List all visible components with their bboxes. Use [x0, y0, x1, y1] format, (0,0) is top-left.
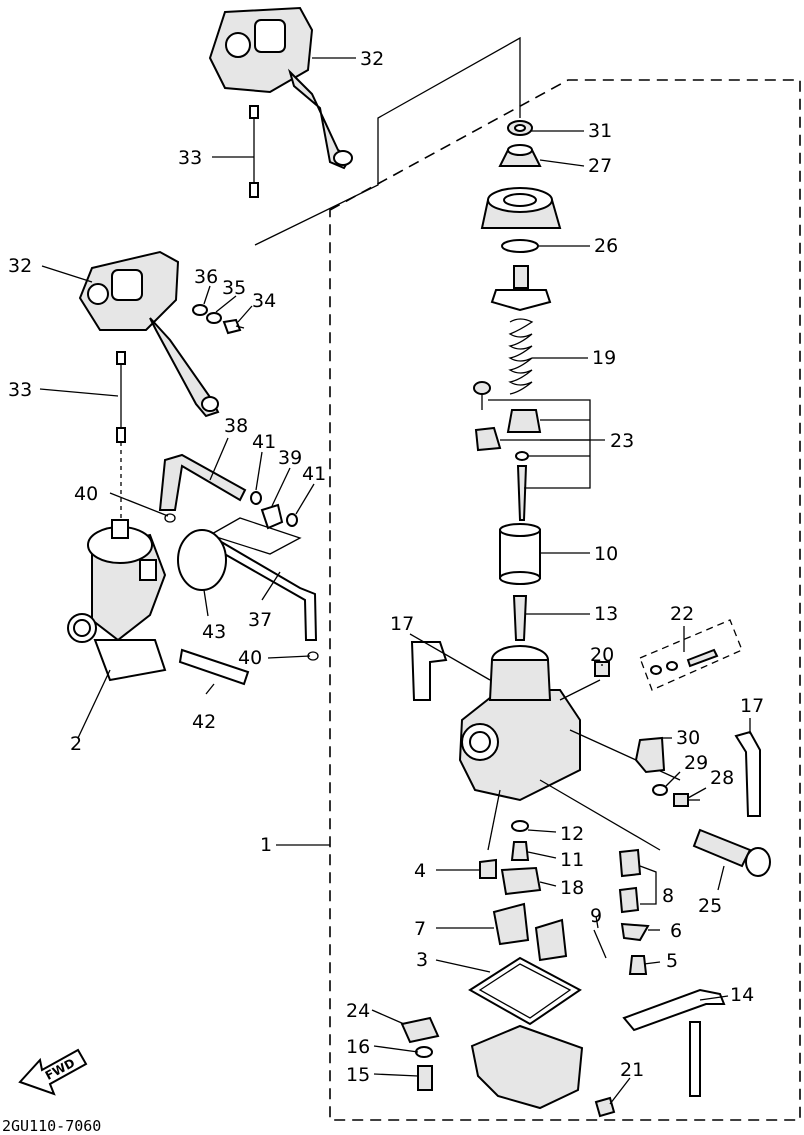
throttle-link-line	[254, 36, 521, 246]
throttle-housing-upper	[208, 6, 353, 170]
callout-1: 1	[260, 834, 272, 856]
cable-adjuster-lower	[116, 351, 126, 518]
starter-plunger-25	[692, 828, 771, 877]
callout-17-left: 17	[390, 613, 414, 635]
washer-set-34-36	[192, 304, 245, 335]
callout-15: 15	[346, 1064, 370, 1086]
callout-43: 43	[202, 621, 226, 643]
callout-33-upper: 33	[178, 147, 202, 169]
lever-6	[620, 922, 650, 942]
callout-39: 39	[278, 447, 302, 469]
callout-11: 11	[560, 849, 584, 871]
pin-9	[593, 929, 607, 959]
callout-32-lower: 32	[8, 255, 32, 277]
callout-30: 30	[676, 727, 700, 749]
needle-jet-13	[512, 595, 528, 641]
adjuster-27	[498, 144, 542, 167]
jet-4	[479, 858, 497, 879]
callout-27: 27	[588, 155, 612, 177]
screw-28	[673, 793, 700, 807]
callout-9: 9	[590, 905, 602, 927]
cap-nut	[480, 187, 562, 229]
spring-19	[508, 318, 534, 395]
callout-33-lower: 33	[8, 379, 32, 401]
holder-18	[500, 866, 542, 896]
o-ring-26	[501, 239, 539, 253]
washer-31	[507, 120, 533, 136]
washer-29	[652, 784, 668, 796]
carburetor-assembly-small	[67, 519, 167, 682]
callout-4: 4	[414, 860, 426, 882]
hose-38	[158, 453, 247, 511]
callout-25: 25	[698, 895, 722, 917]
cable-holder	[490, 265, 552, 312]
float-chamber	[470, 1024, 584, 1110]
callout-10: 10	[594, 543, 618, 565]
callout-31: 31	[588, 120, 612, 142]
leader-lines	[39, 57, 751, 1105]
callout-37: 37	[248, 609, 272, 631]
callout-29: 29	[684, 752, 708, 774]
screw-5	[628, 955, 648, 975]
callout-38: 38	[224, 415, 248, 437]
callout-14: 14	[730, 984, 754, 1006]
cable-adjuster-upper	[249, 105, 259, 198]
callout-21: 21	[620, 1059, 644, 1081]
callout-23: 23	[610, 430, 634, 452]
callout-8: 8	[662, 885, 674, 907]
callout-20: 20	[590, 644, 614, 666]
washer-12	[511, 820, 529, 832]
callout-41-right: 41	[302, 463, 326, 485]
hose-clamp-43	[177, 529, 227, 591]
callout-28: 28	[710, 767, 734, 789]
callout-19: 19	[592, 347, 616, 369]
callout-26: 26	[594, 235, 618, 257]
callout-6: 6	[670, 920, 682, 942]
callout-32-upper: 32	[360, 48, 384, 70]
callout-17-right: 17	[740, 695, 764, 717]
bracket-30	[634, 736, 666, 774]
carburetor-body	[458, 645, 681, 851]
callout-42: 42	[192, 711, 216, 733]
pilot-screw-set-22	[639, 619, 743, 691]
hose-42	[178, 648, 250, 686]
needle-set-23	[473, 381, 591, 521]
hose-17-right	[734, 730, 761, 817]
callout-36: 36	[194, 266, 218, 288]
callout-34: 34	[252, 290, 276, 312]
callout-13: 13	[594, 603, 618, 625]
callout-3: 3	[416, 949, 428, 971]
callout-40-upper: 40	[74, 483, 98, 505]
callout-18: 18	[560, 877, 584, 899]
callout-5: 5	[666, 950, 678, 972]
callout-16: 16	[346, 1036, 370, 1058]
callout-24: 24	[346, 1000, 370, 1022]
diagram-code: 2GU110-7060	[2, 1117, 101, 1135]
gasket-3	[468, 956, 582, 1026]
throttle-valve-10	[499, 523, 541, 585]
callout-41-left: 41	[252, 431, 276, 453]
drain-hose-14	[622, 988, 726, 1032]
assembly-boundary	[329, 79, 801, 1121]
washer-16	[415, 1046, 433, 1058]
callout-35: 35	[222, 277, 246, 299]
callout-2: 2	[70, 733, 82, 755]
float-valve-8	[618, 848, 642, 914]
throttle-housing-lower	[78, 250, 220, 418]
callout-7: 7	[414, 918, 426, 940]
bracket-24	[400, 1016, 440, 1044]
callout-12: 12	[560, 823, 584, 845]
fitting-39-41	[208, 491, 302, 555]
jet-11	[510, 841, 530, 861]
screw-21	[594, 1096, 616, 1118]
callout-40-lower: 40	[238, 647, 262, 669]
screw-15	[417, 1065, 433, 1091]
fwd-arrow-icon: FWD	[18, 1048, 88, 1096]
callout-22: 22	[670, 603, 694, 625]
screw-20	[594, 661, 610, 677]
hose-17-left	[410, 641, 448, 701]
float-7	[492, 902, 568, 962]
